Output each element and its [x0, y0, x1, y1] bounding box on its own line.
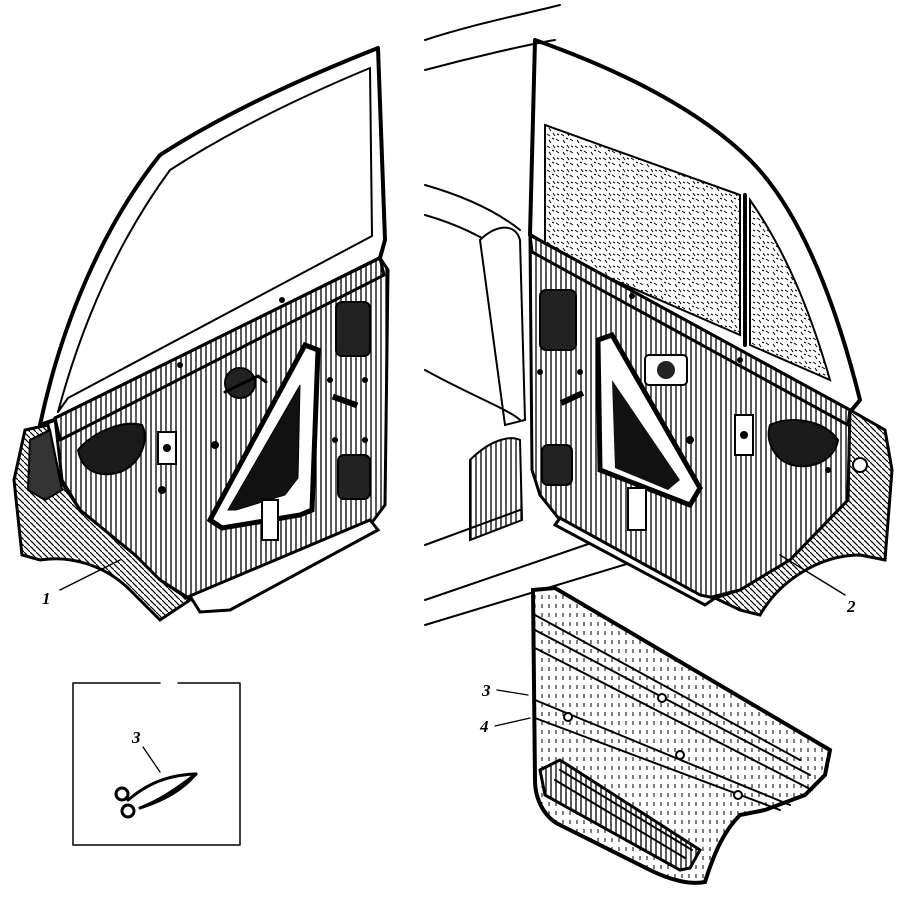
right-door-armrest-slot: [767, 419, 840, 468]
right-door-vent-glass: [749, 196, 832, 382]
callout-2-leader: [779, 554, 846, 596]
right-door-window-frame: [528, 38, 862, 420]
callout-2-label: 2: [846, 597, 856, 616]
right-door-lock-opening-lower: [541, 444, 573, 486]
left-door-armrest-slot: [76, 422, 146, 476]
spring-clip-icon: [114, 772, 198, 819]
callout-1-label: 1: [42, 589, 51, 608]
callout-3-panel-label: 3: [481, 681, 491, 700]
car-body-opening: [424, 4, 641, 626]
callout-4-panel-label: 4: [479, 717, 489, 736]
door-trim-panel: 3 4: [479, 585, 833, 885]
right-door-window-glass: [544, 123, 741, 337]
left-door-window-crank: [223, 367, 268, 399]
left-door-sill: [187, 518, 381, 614]
right-door-window-crank: [644, 354, 688, 386]
left-door: 1: [12, 46, 390, 622]
right-door-lock-opening-upper: [539, 289, 577, 351]
right-door: 2: [528, 38, 894, 617]
left-door-window-frame: [38, 46, 387, 427]
b-pillar: [478, 226, 527, 427]
callout-1-leader: [59, 559, 121, 591]
right-wheel-arch-body: [710, 407, 894, 617]
left-door-lock-opening-lower: [337, 454, 371, 500]
clip-inset: 3: [72, 682, 241, 846]
left-door-lock-opening-upper: [335, 301, 371, 357]
left-door-window-glass-edge: [57, 67, 373, 413]
right-door-sill: [552, 516, 719, 607]
callout-3-inset-label: 3: [131, 728, 141, 747]
